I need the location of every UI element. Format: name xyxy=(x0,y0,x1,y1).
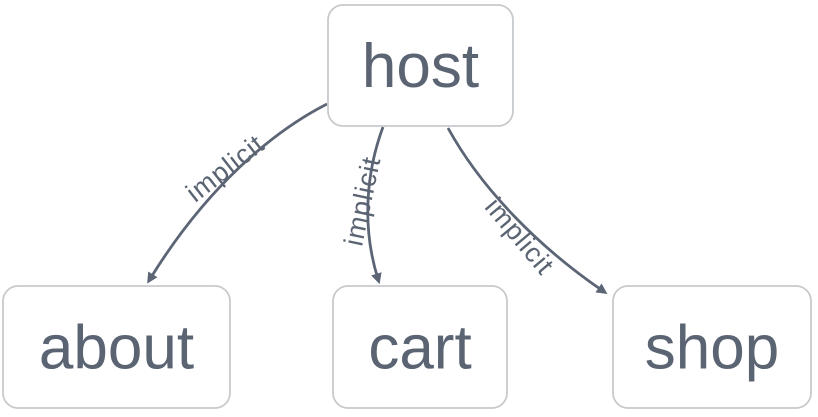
edge-path-host-shop xyxy=(446,127,608,295)
node-shop: shop xyxy=(612,285,812,409)
edge-host-about: implicit xyxy=(147,102,328,284)
node-label-about: about xyxy=(39,314,194,383)
edge-label-host-about: implicit xyxy=(180,129,270,208)
node-label-host: host xyxy=(362,32,479,101)
node-box-cart xyxy=(332,285,508,409)
edge-label-host-cart: implicit xyxy=(338,154,386,249)
edge-label-host-shop: implicit xyxy=(479,192,560,281)
edge-host-shop: implicit xyxy=(446,127,608,295)
node-about: about xyxy=(2,285,231,409)
node-box-host xyxy=(327,4,514,127)
node-label-shop: shop xyxy=(645,314,779,383)
node-label-cart: cart xyxy=(368,314,471,383)
node-host: host xyxy=(327,4,514,127)
edge-path-host-cart xyxy=(366,126,385,285)
edge-host-cart: implicit xyxy=(338,126,387,285)
node-box-about xyxy=(2,285,231,409)
edge-path-host-about xyxy=(147,102,328,284)
node-cart: cart xyxy=(332,285,508,409)
node-box-shop xyxy=(612,285,812,409)
